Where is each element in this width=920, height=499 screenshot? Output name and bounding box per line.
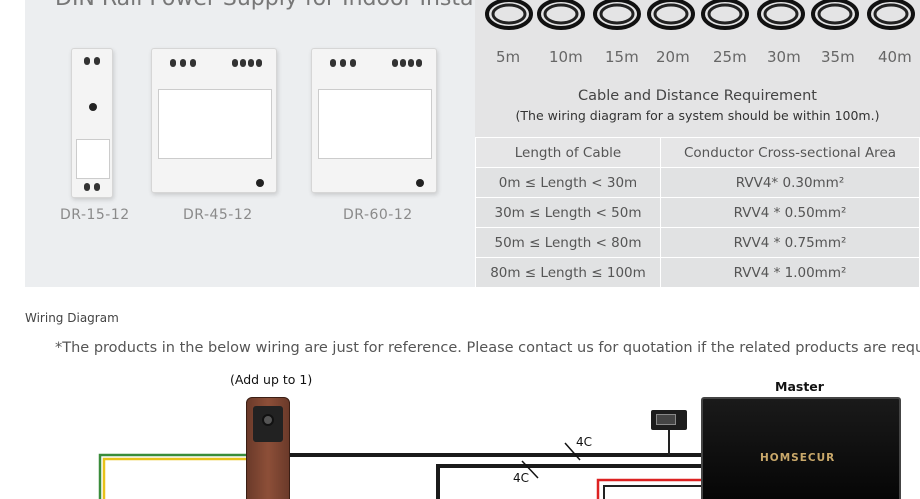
section-heading: Wiring Diagram: [25, 311, 119, 325]
cable-coil-icon: [811, 0, 859, 40]
table-row: 50m ≤ Length < 80m RVV4 * 0.75mm²: [475, 227, 920, 258]
cable-length-label: 15m: [605, 48, 639, 66]
table-row: 30m ≤ Length < 50m RVV4 * 0.50mm²: [475, 197, 920, 228]
master-label: Master: [775, 379, 824, 394]
cable-length-label: 40m: [878, 48, 912, 66]
power-supply-dr-15-12: [71, 48, 113, 198]
power-supply-dr-45-12: [151, 48, 277, 193]
cable-length-label: 30m: [767, 48, 801, 66]
banner-title: DIN Rail Power Supply for Indoor Install…: [55, 0, 541, 11]
requirement-table: Length of Cable Conductor Cross-sectiona…: [475, 137, 920, 287]
cable-coil-icon: [701, 0, 749, 40]
table-cell: RVV4* 0.30mm²: [660, 167, 920, 198]
door-camera: [246, 397, 290, 499]
product-banner: DIN Rail Power Supply for Indoor Install…: [25, 0, 920, 287]
master-monitor: [701, 397, 901, 499]
table-cell: 0m ≤ Length < 30m: [475, 167, 661, 198]
camera-lens-icon: [262, 414, 274, 426]
table-cell: RVV4 * 0.75mm²: [660, 227, 920, 258]
table-cell: RVV4 * 1.00mm²: [660, 257, 920, 287]
wiring-diagram: [98, 430, 701, 499]
brand-logo: HOMSECUR: [760, 452, 836, 464]
cable-length-label: 10m: [549, 48, 583, 66]
table-cell: 30m ≤ Length < 50m: [475, 197, 661, 228]
table-header-row: Length of Cable Conductor Cross-sectiona…: [475, 137, 920, 168]
table-cell: 80m ≤ Length ≤ 100m: [475, 257, 661, 287]
wire-label: 4C: [513, 471, 530, 485]
cable-coil-icon: [485, 0, 533, 40]
table-row: 0m ≤ Length < 30m RVV4* 0.30mm²: [475, 167, 920, 198]
power-supply-dr-60-12: [311, 48, 437, 193]
cable-coil-icon: [757, 0, 805, 40]
cable-coil-icon: [537, 0, 585, 40]
cable-length-label: 5m: [496, 48, 521, 66]
cable-coil-icon: [647, 0, 695, 40]
wire-label: 4C: [576, 435, 593, 449]
requirement-title: Cable and Distance Requirement: [578, 88, 817, 104]
unlock-module: [651, 410, 687, 430]
cable-length-label: 35m: [821, 48, 855, 66]
cable-length-label: 25m: [713, 48, 747, 66]
table-cell: RVV4 * 0.50mm²: [660, 197, 920, 228]
module-screen: [656, 414, 676, 425]
camera-count-label: (Add up to 1): [230, 372, 313, 387]
column-header: Length of Cable: [475, 137, 661, 168]
cable-coil-icon: [867, 0, 915, 40]
requirement-subtitle: (The wiring diagram for a system should …: [515, 108, 880, 123]
table-row: 80m ≤ Length ≤ 100m RVV4 * 1.00mm²: [475, 257, 920, 287]
table-cell: 50m ≤ Length < 80m: [475, 227, 661, 258]
cable-coil-icon: [593, 0, 641, 40]
psu-label: DR-45-12: [183, 207, 253, 223]
psu-label: DR-15-12: [60, 207, 130, 223]
reference-note: *The products in the below wiring are ju…: [55, 340, 920, 356]
cable-length-label: 20m: [656, 48, 690, 66]
cable-requirements-pane: 5m 10m 15m 20m 25m 30m 35m 40m Cable and…: [475, 0, 920, 287]
psu-label: DR-60-12: [343, 207, 413, 223]
column-header: Conductor Cross-sectional Area: [660, 137, 920, 168]
